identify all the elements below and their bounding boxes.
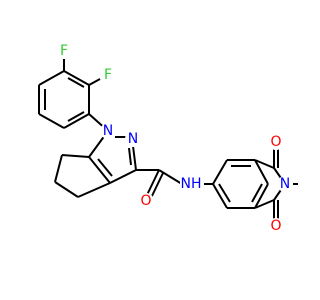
bond: [254, 183, 269, 209]
bond: [158, 169, 183, 185]
bond: [97, 158, 113, 177]
bond: [212, 159, 228, 185]
bond: [77, 182, 111, 198]
nitrogen-label: N: [280, 176, 290, 192]
bond: [128, 147, 132, 166]
oxygen-label: O: [140, 193, 151, 209]
bond: [67, 111, 85, 122]
bond: [54, 181, 79, 198]
bond: [251, 183, 263, 203]
fluorine-label: F: [104, 67, 112, 83]
bond: [61, 154, 90, 158]
bond: [146, 169, 160, 196]
bond: [254, 159, 269, 185]
nitrogen-label: N: [103, 123, 113, 139]
bond: [88, 156, 111, 184]
bond: [254, 159, 275, 169]
oxygen-label: O: [270, 134, 281, 150]
bond: [212, 183, 228, 209]
bond: [38, 70, 65, 86]
bond: [63, 70, 90, 86]
bond: [38, 113, 65, 129]
amide-nh-label: NH: [181, 176, 202, 192]
bond: [254, 199, 275, 209]
bond: [150, 172, 164, 199]
molecule-structure: F F N N NH O N O O: [38, 43, 298, 234]
bond: [218, 183, 231, 203]
bond: [88, 78, 101, 86]
bond: [132, 145, 137, 171]
oxygen-label: O: [270, 218, 281, 234]
bond: [67, 77, 85, 88]
bond: [54, 154, 63, 183]
nitrogen-label: N: [128, 131, 138, 147]
bond: [109, 169, 137, 184]
atom-labels: F F N N NH O N O O: [56, 43, 293, 234]
bond-lines: [38, 58, 298, 220]
bond: [63, 113, 90, 129]
fluorine-label: F: [60, 43, 68, 59]
